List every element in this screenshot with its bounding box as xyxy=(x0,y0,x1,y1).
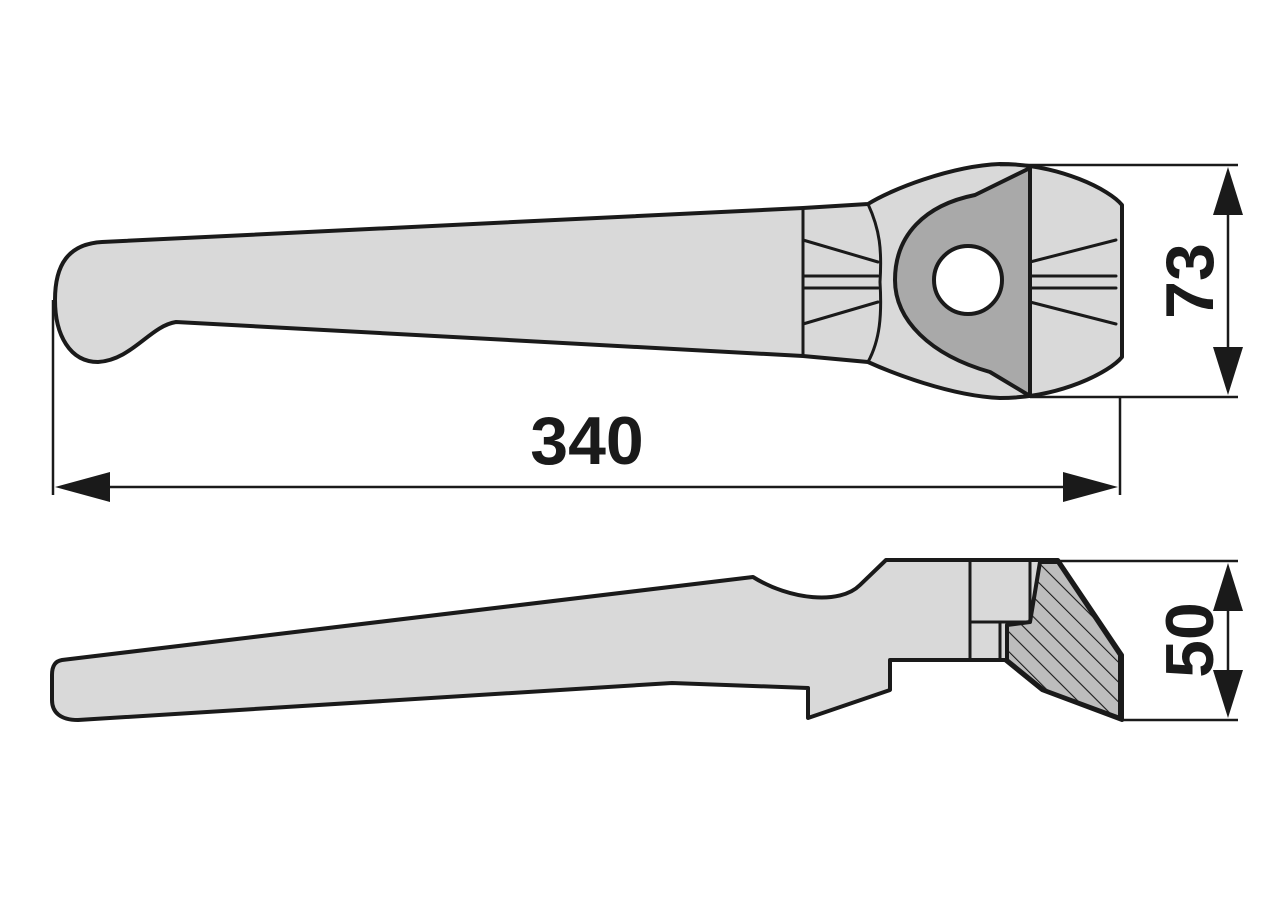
groove-lines-right xyxy=(1028,238,1118,326)
groove-lines-left xyxy=(801,238,880,326)
arrow-left xyxy=(55,472,110,502)
top-view xyxy=(53,162,1124,400)
dimension-length: 340 xyxy=(51,300,1122,502)
bolt-hole xyxy=(932,244,1004,316)
length-label: 340 xyxy=(530,403,643,479)
arrow-right xyxy=(1063,472,1118,502)
side-view xyxy=(50,558,1124,722)
blade-body-side xyxy=(50,558,1124,722)
hub-collar xyxy=(866,202,883,364)
width-label: 73 xyxy=(1152,243,1228,319)
dimension-thickness: 50 xyxy=(1058,559,1243,722)
arrow-top-2 xyxy=(1213,563,1243,611)
arrow-bottom-2 xyxy=(1213,670,1243,718)
hatched-section xyxy=(1005,560,1122,720)
thickness-label: 50 xyxy=(1152,602,1228,678)
arrow-bottom xyxy=(1213,347,1243,395)
dimension-width: 73 xyxy=(1000,163,1243,399)
arrow-top xyxy=(1213,167,1243,215)
